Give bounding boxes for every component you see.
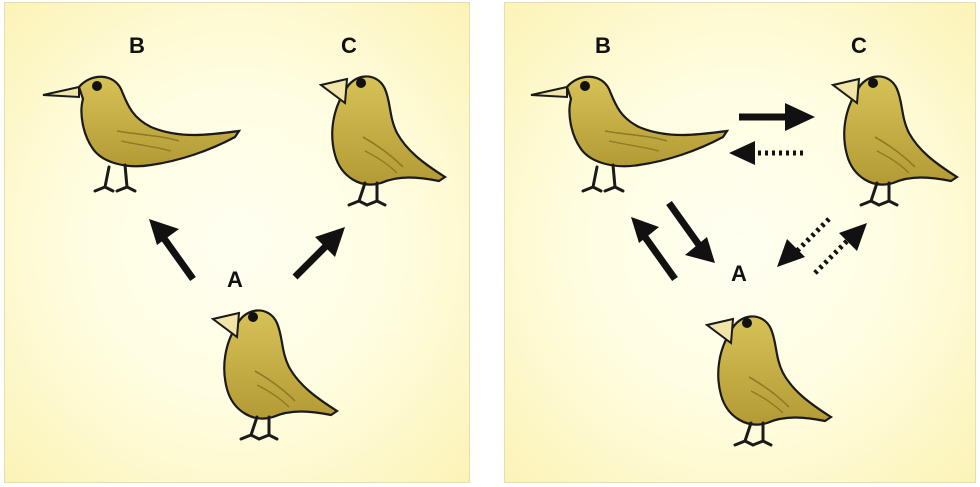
dotted-arrow-icon xyxy=(777,217,831,267)
label-c: C xyxy=(851,33,867,58)
label-b: B xyxy=(595,33,611,58)
label-a: A xyxy=(227,267,243,292)
left-panel: B C A xyxy=(4,2,470,483)
bird-b-icon xyxy=(41,75,241,193)
bird-b-icon xyxy=(529,75,729,193)
dotted-arrow-icon xyxy=(729,141,803,165)
bird-c-icon xyxy=(831,74,959,207)
solid-arrow-icon xyxy=(149,219,196,282)
bird-a-icon xyxy=(211,308,339,441)
solid-arrow-icon xyxy=(739,103,815,131)
bird-c-icon xyxy=(319,74,447,207)
solid-arrow-icon xyxy=(292,227,345,280)
label-b: B xyxy=(129,33,145,58)
label-c: C xyxy=(341,33,357,58)
solid-arrow-icon xyxy=(631,217,678,282)
right-panel: B C A xyxy=(504,2,976,483)
label-a: A xyxy=(731,261,747,286)
solid-arrow-icon xyxy=(666,200,715,263)
bird-a-icon xyxy=(705,314,833,447)
dotted-arrow-icon xyxy=(813,223,867,275)
